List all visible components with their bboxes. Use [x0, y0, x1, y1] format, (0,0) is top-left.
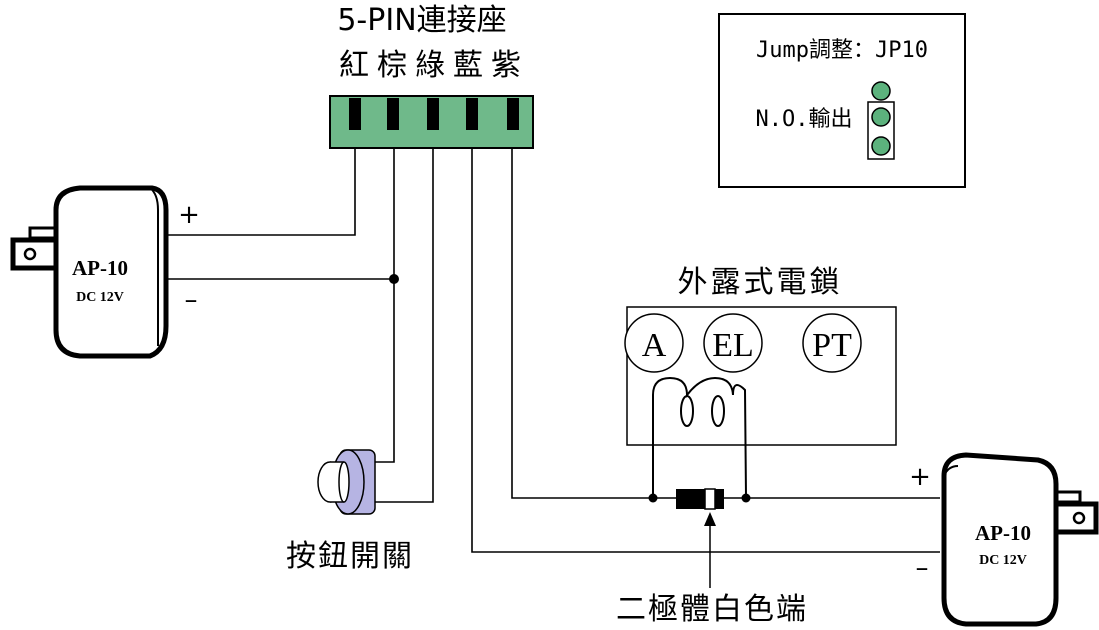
terminal-a-label: A — [642, 327, 667, 364]
connector-pin-2 — [387, 98, 399, 130]
junction-dot — [389, 274, 399, 284]
jumper-output-label: N.O.輸出 — [756, 107, 853, 132]
lock-title: 外露式電鎖 — [678, 265, 843, 300]
connector-pin-5 — [507, 98, 519, 130]
adapter-left-rating: DC 12V — [76, 290, 124, 305]
terminal-pt — [802, 313, 862, 373]
terminal-a — [624, 313, 684, 373]
adapter-right-model: AP-10 — [975, 521, 1031, 545]
wire-brown — [374, 148, 395, 463]
left-plus-label: + — [178, 200, 200, 230]
connector-title: 5-PIN連接座 — [337, 3, 506, 38]
adapter-left-model: AP-10 — [72, 256, 128, 280]
jumper-title: Jump調整：JP10 — [756, 38, 928, 63]
jumper-box — [718, 13, 966, 188]
wires — [165, 148, 940, 553]
diode — [648, 488, 751, 510]
diode-arrow — [704, 512, 716, 588]
button-label: 按鈕開關 — [286, 539, 414, 574]
coil — [652, 376, 747, 498]
connector-pin-3 — [427, 98, 439, 130]
electric-lock: A EL PT — [624, 306, 897, 498]
connector-pin-1 — [349, 98, 361, 130]
adapter-left: AP-10 DC 12V — [10, 185, 169, 359]
wire-red — [165, 148, 356, 236]
right-minus-label: – — [916, 553, 929, 583]
push-button — [317, 449, 376, 515]
wire-green — [374, 148, 434, 503]
wire-purple — [511, 148, 940, 499]
connector-colors: 紅棕綠藍紫 — [339, 48, 529, 83]
adapter-right-rating: DC 12V — [979, 553, 1027, 568]
terminal-el-label: EL — [712, 327, 754, 364]
wire-blue — [471, 148, 940, 553]
terminal-el — [703, 313, 763, 373]
jumper-pins — [867, 81, 895, 160]
right-plus-label: + — [909, 462, 931, 492]
terminal-pt-label: PT — [812, 327, 852, 364]
diode-label: 二極體白色端 — [616, 592, 808, 627]
adapter-right: AP-10 DC 12V — [941, 452, 1099, 627]
connector-pin-4 — [466, 98, 478, 130]
five-pin-connector — [329, 95, 534, 149]
left-minus-label: – — [185, 285, 198, 315]
